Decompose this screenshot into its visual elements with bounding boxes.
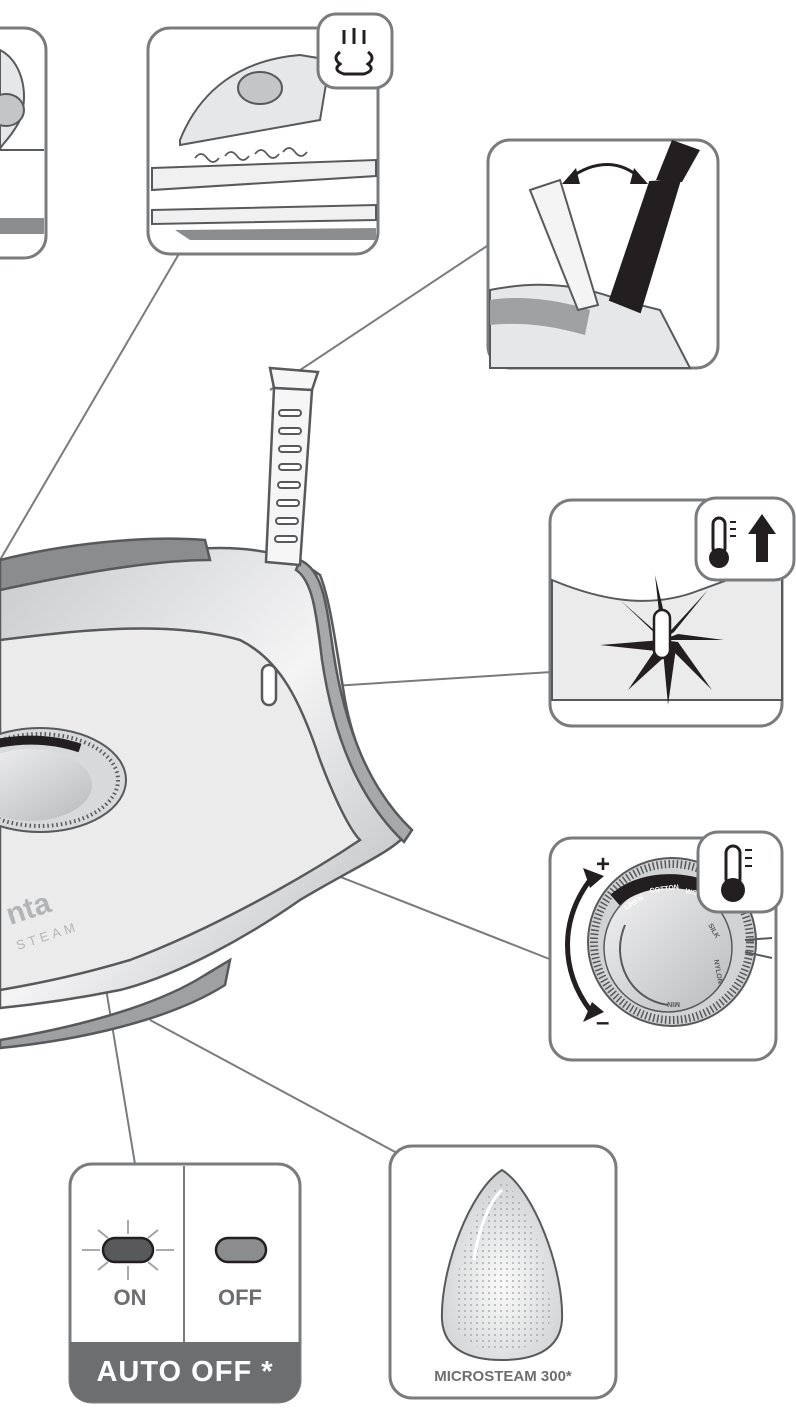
on-button <box>103 1238 153 1262</box>
steam-icon <box>318 14 392 88</box>
iron-indicator-light <box>262 665 276 705</box>
leader-soleplate <box>150 1020 410 1160</box>
leader-steam <box>270 240 496 390</box>
soleplate-label: MICROSTEAM 300* <box>392 1368 614 1385</box>
auto-off-banner: AUTO OFF * <box>70 1342 300 1402</box>
panel-indicator-light <box>654 610 670 658</box>
off-label: OFF <box>188 1285 292 1311</box>
panel-cartridge <box>488 140 718 368</box>
off-button <box>216 1238 266 1262</box>
panel-soleplate <box>390 1146 616 1398</box>
cartridge-cap <box>270 368 318 390</box>
thermometer-up-icon <box>696 498 794 580</box>
dial-plus: + <box>596 851 610 878</box>
iron-cartridge <box>266 368 318 565</box>
dial-minus: – <box>596 1009 609 1036</box>
dial-setting-min: MIN <box>667 1000 680 1007</box>
panel-iron-on-board <box>0 28 46 258</box>
thermometer-icon <box>698 832 782 912</box>
leader-autooff-top <box>0 252 180 560</box>
on-label: ON <box>78 1285 182 1311</box>
